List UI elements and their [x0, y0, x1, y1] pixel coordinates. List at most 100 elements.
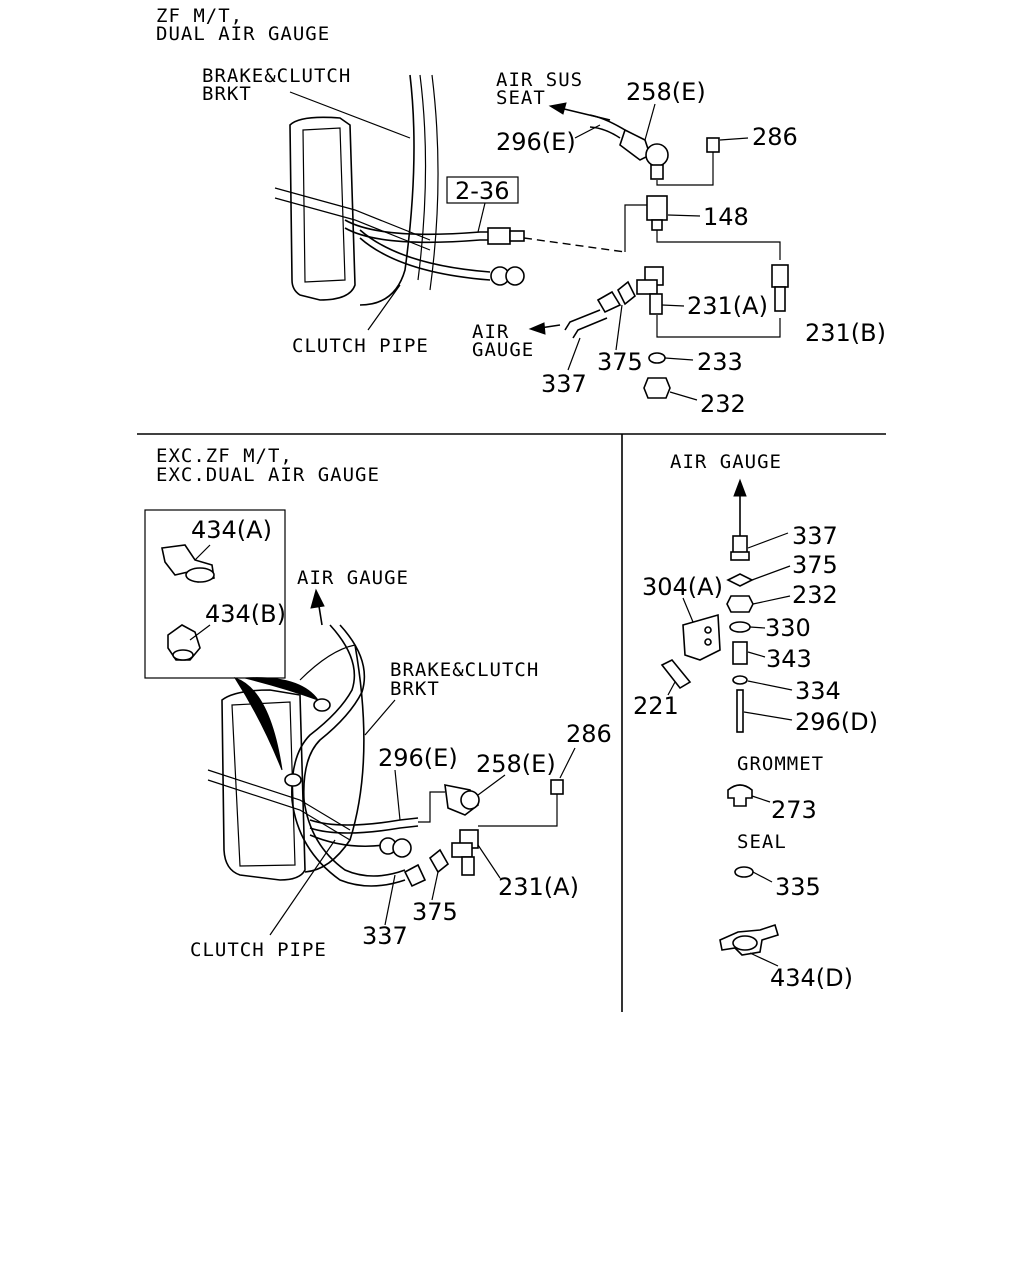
dashed-connection — [523, 237, 626, 253]
bl-leader-375 — [431, 871, 439, 901]
bl-hose-337-nut — [403, 863, 427, 888]
top-258e: 258(E) — [626, 78, 706, 106]
leader-232 — [669, 391, 698, 401]
br-221: 221 — [633, 692, 679, 720]
top-title-line2: DUAL AIR GAUGE — [156, 23, 330, 45]
pipe-to-ref-2 — [344, 227, 492, 244]
cab-edge — [359, 74, 415, 306]
br-clip-434d-ring — [732, 935, 758, 951]
bl-296e: 296(E) — [378, 744, 458, 772]
brake-clutch-bracket — [289, 116, 356, 301]
top-233: 233 — [697, 348, 743, 376]
bl-tee-231a-stem — [461, 856, 475, 876]
bl-leader-337 — [384, 874, 396, 926]
br-337: 337 — [792, 522, 838, 550]
bl-286: 286 — [566, 720, 612, 748]
top-section: ZF M/T, DUAL AIR GAUGE BRAKE&CLUTCH BRKT… — [156, 5, 886, 418]
air-gauge-arrowhead — [528, 322, 546, 335]
leader-ref — [477, 202, 486, 233]
plug-286 — [706, 137, 720, 153]
top-231b: 231(B) — [805, 319, 886, 347]
ref-box[interactable] — [446, 176, 519, 204]
leader-148 — [667, 214, 701, 217]
bl-bracket-258 — [418, 791, 445, 823]
br-296d: 296(D) — [795, 708, 878, 736]
br-330: 330 — [765, 614, 811, 642]
clutch-pipe-line-2 — [359, 237, 491, 281]
bl-337: 337 — [362, 922, 408, 950]
top-air-gauge-2: GAUGE — [472, 339, 534, 361]
frame-rail-lower — [274, 197, 431, 251]
cab-edge-inner — [417, 74, 427, 281]
bracket-inner — [302, 127, 346, 283]
bracket-line-286 — [656, 152, 714, 186]
leader-375 — [615, 304, 623, 351]
br-ring-330 — [729, 621, 751, 633]
br-bracket-hole-1 — [704, 626, 712, 634]
gasket-375 — [616, 280, 637, 306]
leader-231a — [661, 304, 685, 307]
top-title-line1: ZF M/T, — [156, 5, 243, 27]
leader-286 — [719, 137, 749, 141]
br-leader-330 — [749, 626, 766, 629]
br-grommet-273 — [727, 784, 753, 807]
br-leader-434d — [749, 952, 779, 967]
hose-337-nut — [596, 290, 622, 314]
bl-hose-337-2 — [303, 624, 406, 877]
bracket-line-231-lower — [656, 315, 781, 338]
top-286: 286 — [752, 123, 798, 151]
tee-231a-body — [636, 279, 658, 295]
fitting-148-stem — [651, 219, 663, 231]
fitting-148 — [646, 195, 668, 221]
br-leader-335 — [752, 871, 773, 883]
bl-434b: 434(B) — [205, 600, 286, 628]
bl-leader-231a — [477, 844, 501, 879]
br-leader-375 — [751, 565, 791, 581]
br-air-gauge-arrowhead — [733, 478, 747, 497]
bl-pipe-296e-2 — [309, 825, 419, 834]
bottom-right-section: AIR GAUGE 337 375 232 304(A) 330 343 — [633, 451, 878, 992]
air-sus-label-1: AIR SUS — [496, 69, 583, 91]
bl-clip-1 — [313, 698, 331, 712]
bl-258e: 258(E) — [476, 750, 556, 778]
bl-cab-edge — [299, 644, 356, 681]
pipe-fitting — [487, 227, 511, 245]
air-sus-label-2: SEAT — [496, 87, 546, 109]
br-grommet-label: GROMMET — [737, 753, 824, 775]
bl-brake-clutch-1: BRAKE&CLUTCH — [390, 659, 539, 681]
br-leader-334 — [747, 680, 793, 691]
clip-434a-ring — [185, 567, 215, 583]
fitting-258e-head — [645, 143, 669, 167]
bracket-line-148 — [624, 204, 647, 252]
bl-brake-clutch-2: BRKT — [390, 678, 440, 700]
br-washer-334 — [732, 675, 748, 685]
clutch-pipe-fitting — [505, 266, 525, 286]
bl-air-gauge: AIR GAUGE — [297, 567, 409, 589]
clip-434b-ring — [172, 649, 194, 661]
br-seal-label: SEAL — [737, 831, 787, 853]
top-231a: 231(A) — [687, 292, 768, 320]
tee-231a-stem — [649, 293, 663, 315]
bl-title-line1: EXC.ZF M/T, — [156, 445, 293, 467]
leader-258e — [644, 103, 656, 141]
bl-air-gauge-arrowhead — [310, 588, 325, 609]
br-leader-273 — [751, 795, 771, 803]
bl-frame-rail — [207, 769, 351, 831]
ref-box-label[interactable]: 2-36 — [455, 177, 509, 205]
bracket-line-231 — [656, 230, 781, 260]
bl-375: 375 — [412, 898, 458, 926]
leader-337 — [567, 337, 581, 371]
bl-clutch-pipe-label: CLUTCH PIPE — [190, 939, 327, 961]
bl-fitting-258e-head — [460, 790, 480, 810]
br-232: 232 — [792, 581, 838, 609]
bottom-left-section: EXC.ZF M/T, EXC.DUAL AIR GAUGE 434(A) 43… — [144, 445, 612, 961]
br-air-gauge: AIR GAUGE — [670, 451, 782, 473]
br-bracket-hole-2 — [704, 638, 712, 646]
pipe-fitting-tip — [509, 230, 525, 242]
top-375: 375 — [597, 348, 643, 376]
bl-231a: 231(A) — [498, 873, 579, 901]
bl-frame-rail-lower — [207, 779, 351, 841]
fitting-231b — [771, 264, 789, 288]
bl-clutch-pipe — [309, 834, 386, 848]
br-nut-232 — [726, 595, 754, 613]
